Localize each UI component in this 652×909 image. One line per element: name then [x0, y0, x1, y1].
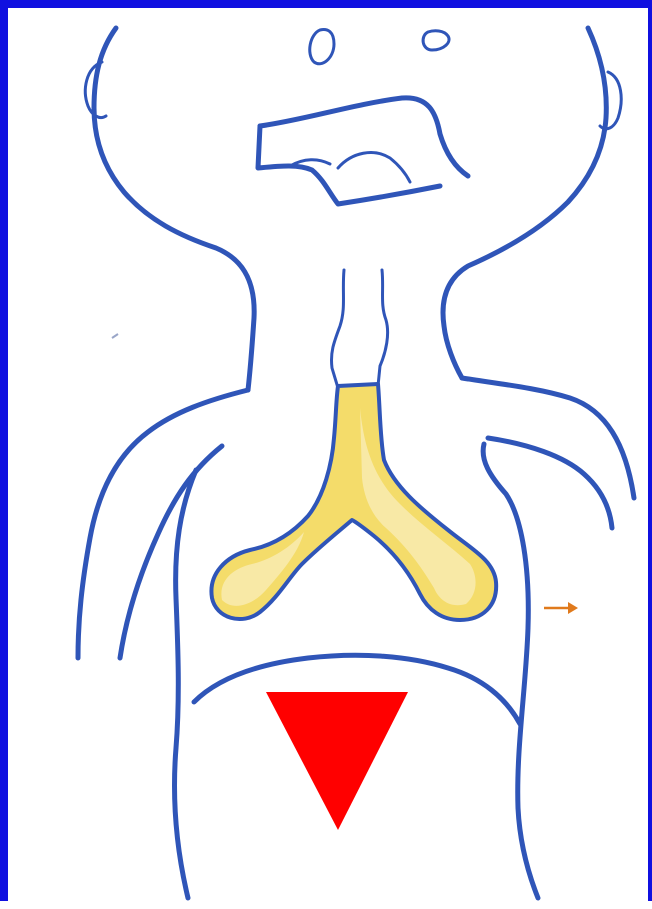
trachea-right-wall	[378, 270, 388, 386]
body-airway-drawing	[8, 8, 652, 909]
left-eye	[310, 30, 334, 64]
orange-arrow-icon	[544, 602, 578, 614]
torso-right-side	[483, 444, 538, 898]
right-arm-inner	[488, 438, 612, 528]
tongue	[338, 153, 410, 182]
head-left-outline	[94, 28, 254, 390]
red-triangle-marker	[266, 692, 408, 830]
right-eye	[423, 31, 449, 50]
stray-mark	[112, 334, 118, 338]
trachea-left-wall	[331, 270, 344, 388]
torso-left-side	[175, 470, 197, 898]
head-right-outline	[443, 28, 606, 378]
left-arm-inner	[120, 446, 222, 658]
mouth-outline	[258, 126, 440, 204]
